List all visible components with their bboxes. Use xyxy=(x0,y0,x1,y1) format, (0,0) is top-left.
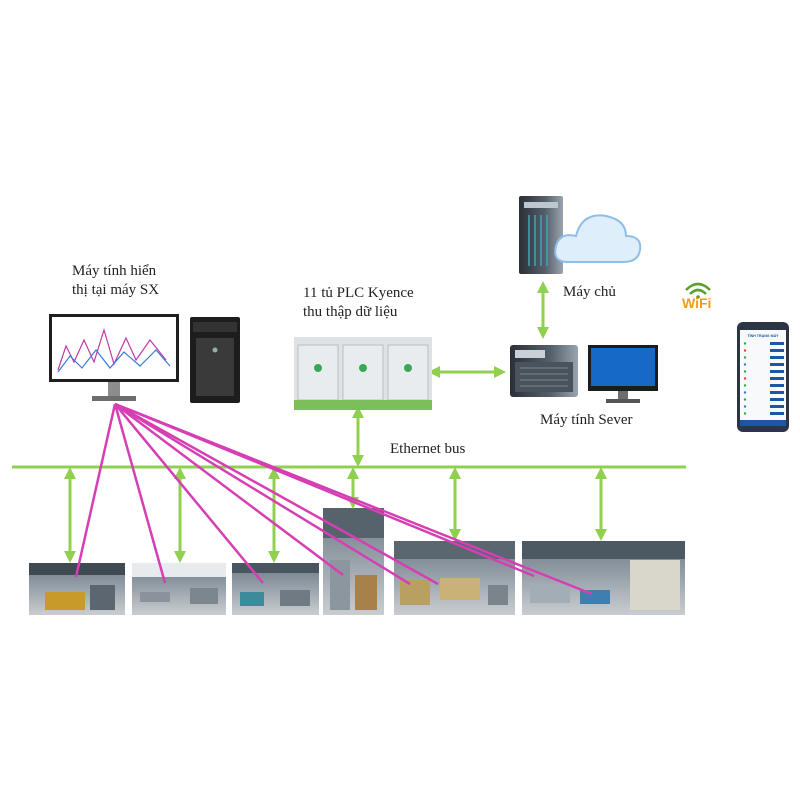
plc-cabinet-icon xyxy=(294,337,432,410)
factory-photo xyxy=(132,563,226,615)
cloud-icon xyxy=(554,214,642,263)
server-pc-icon xyxy=(510,345,578,397)
wifi-icon xyxy=(685,282,711,299)
factory-photo xyxy=(522,541,685,615)
plc-label: 11 tủ PLC Kyence thu thập dữ liệu xyxy=(303,285,414,320)
monitor-icon xyxy=(49,314,179,401)
server-icon xyxy=(519,196,563,274)
wifi-label: WiFi xyxy=(682,295,711,311)
server-pc-label: Máy tính Sever xyxy=(540,412,633,428)
factory-photo xyxy=(394,541,515,615)
smartphone-icon: TÌNH TRẠNG MÁY xyxy=(737,322,789,432)
factory-photo xyxy=(232,563,319,615)
ethernet-bus-label: Ethernet bus xyxy=(390,441,466,457)
display-pc-label: Máy tính hiển thị tại máy SX xyxy=(72,263,160,298)
main-server-label: Máy chủ xyxy=(563,284,616,300)
display-wires xyxy=(74,402,593,596)
monitor-icon xyxy=(588,345,658,403)
tower-pc-icon xyxy=(190,317,240,403)
phone-title: TÌNH TRẠNG MÁY xyxy=(747,333,779,338)
